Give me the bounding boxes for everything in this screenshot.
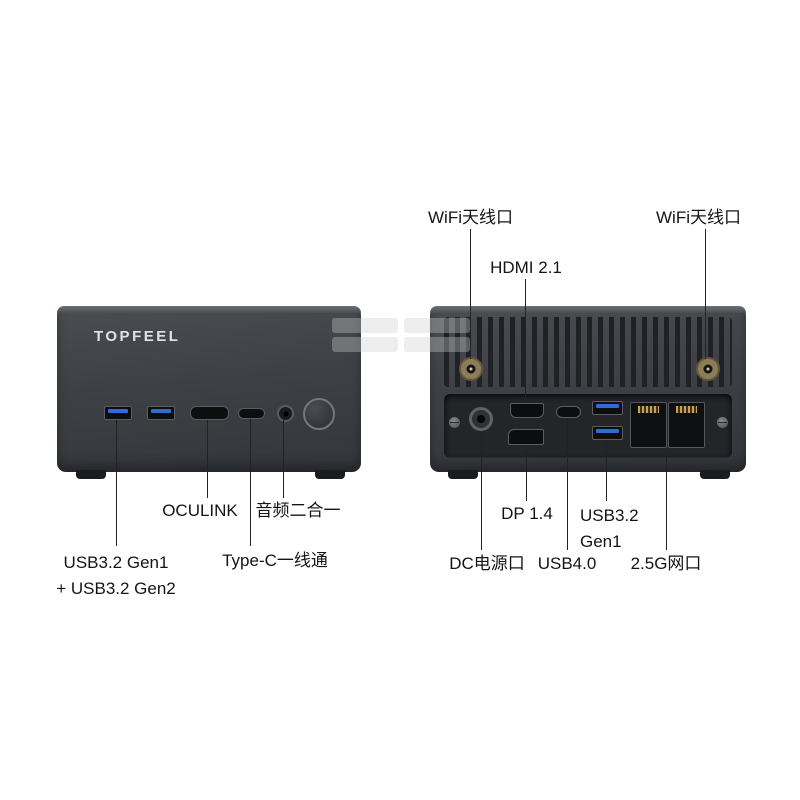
label-audio: 音频二合一	[255, 501, 341, 520]
usb-tab	[596, 404, 619, 408]
leader-wifi-right	[705, 229, 706, 359]
label-usb4: USB4.0	[537, 554, 597, 573]
rear-usb-a-port-2	[592, 426, 623, 440]
vent-grille	[444, 317, 732, 387]
front-top-edge	[57, 306, 361, 313]
watermark-tile	[332, 337, 398, 352]
oculink-port	[190, 406, 229, 420]
rear-foot-right	[700, 470, 730, 479]
antenna-pin	[706, 367, 710, 371]
watermark-tile	[404, 318, 470, 333]
rear-top-edge	[430, 306, 746, 313]
rear-usb-a-port-1	[592, 401, 623, 415]
wifi-antenna-connector-left	[459, 357, 483, 381]
rj45-pins	[676, 406, 697, 413]
watermark-tile	[332, 318, 398, 333]
leader-hdmi	[525, 279, 526, 401]
usb-tab	[596, 429, 619, 433]
audio-jack-hole	[283, 411, 288, 416]
rear-foot-left	[448, 470, 478, 479]
ethernet-port-2	[668, 402, 705, 448]
wifi-antenna-connector-right	[696, 357, 720, 381]
displayport-port	[508, 429, 544, 445]
leader-dc	[481, 433, 482, 550]
hdmi-port	[510, 403, 544, 418]
leader-usb4	[567, 419, 568, 550]
antenna-pin	[469, 367, 473, 371]
label-usb-front: USB3.2 Gen1 + USB3.2 Gen2	[38, 550, 194, 602]
leader-type-c	[250, 419, 251, 546]
leader-oculink	[207, 420, 208, 498]
front-chassis	[57, 306, 361, 472]
front-foot-right	[315, 470, 345, 479]
label-usb-front-line1: USB3.2 Gen1	[63, 553, 169, 572]
label-hdmi: HDMI 2.1	[490, 258, 562, 277]
label-dc: DC电源口	[449, 554, 525, 573]
leader-audio	[283, 420, 284, 498]
leader-dp	[526, 446, 527, 501]
leader-lan	[666, 449, 667, 550]
label-wifi-left: WiFi天线口	[428, 208, 513, 227]
type-c-port	[238, 408, 265, 419]
leader-wifi-left	[470, 229, 471, 359]
screw-right	[717, 417, 728, 428]
label-usb32-line2: Gen1	[580, 532, 622, 551]
dc-power-jack	[469, 407, 493, 431]
label-type-c: Type-C一线通	[222, 551, 328, 570]
brand-logo: TOPFEEL	[94, 328, 181, 345]
label-lan: 2.5G网口	[630, 554, 702, 573]
label-wifi-right: WiFi天线口	[656, 208, 741, 227]
leader-usb	[116, 420, 117, 546]
rj45-pins	[638, 406, 659, 413]
usb-a-port-2	[147, 406, 175, 420]
dc-jack-hole	[477, 415, 485, 423]
label-usb32-line1: USB3.2	[580, 506, 639, 525]
usb4-type-c-port	[556, 406, 581, 418]
power-button	[303, 398, 335, 430]
audio-jack	[277, 405, 294, 422]
label-usb32: USB3.2 Gen1	[580, 503, 654, 555]
usb-a-port-1	[104, 406, 132, 420]
watermark-tile	[404, 337, 470, 352]
label-oculink: OCULINK	[162, 501, 238, 520]
screw-left	[449, 417, 460, 428]
front-foot-left	[76, 470, 106, 479]
usb-tab	[150, 409, 172, 413]
usb-tab	[107, 409, 129, 413]
leader-usb32	[606, 441, 607, 501]
label-dp: DP 1.4	[501, 504, 553, 523]
label-usb-front-line2: + USB3.2 Gen2	[56, 579, 176, 598]
ethernet-port-1	[630, 402, 667, 448]
